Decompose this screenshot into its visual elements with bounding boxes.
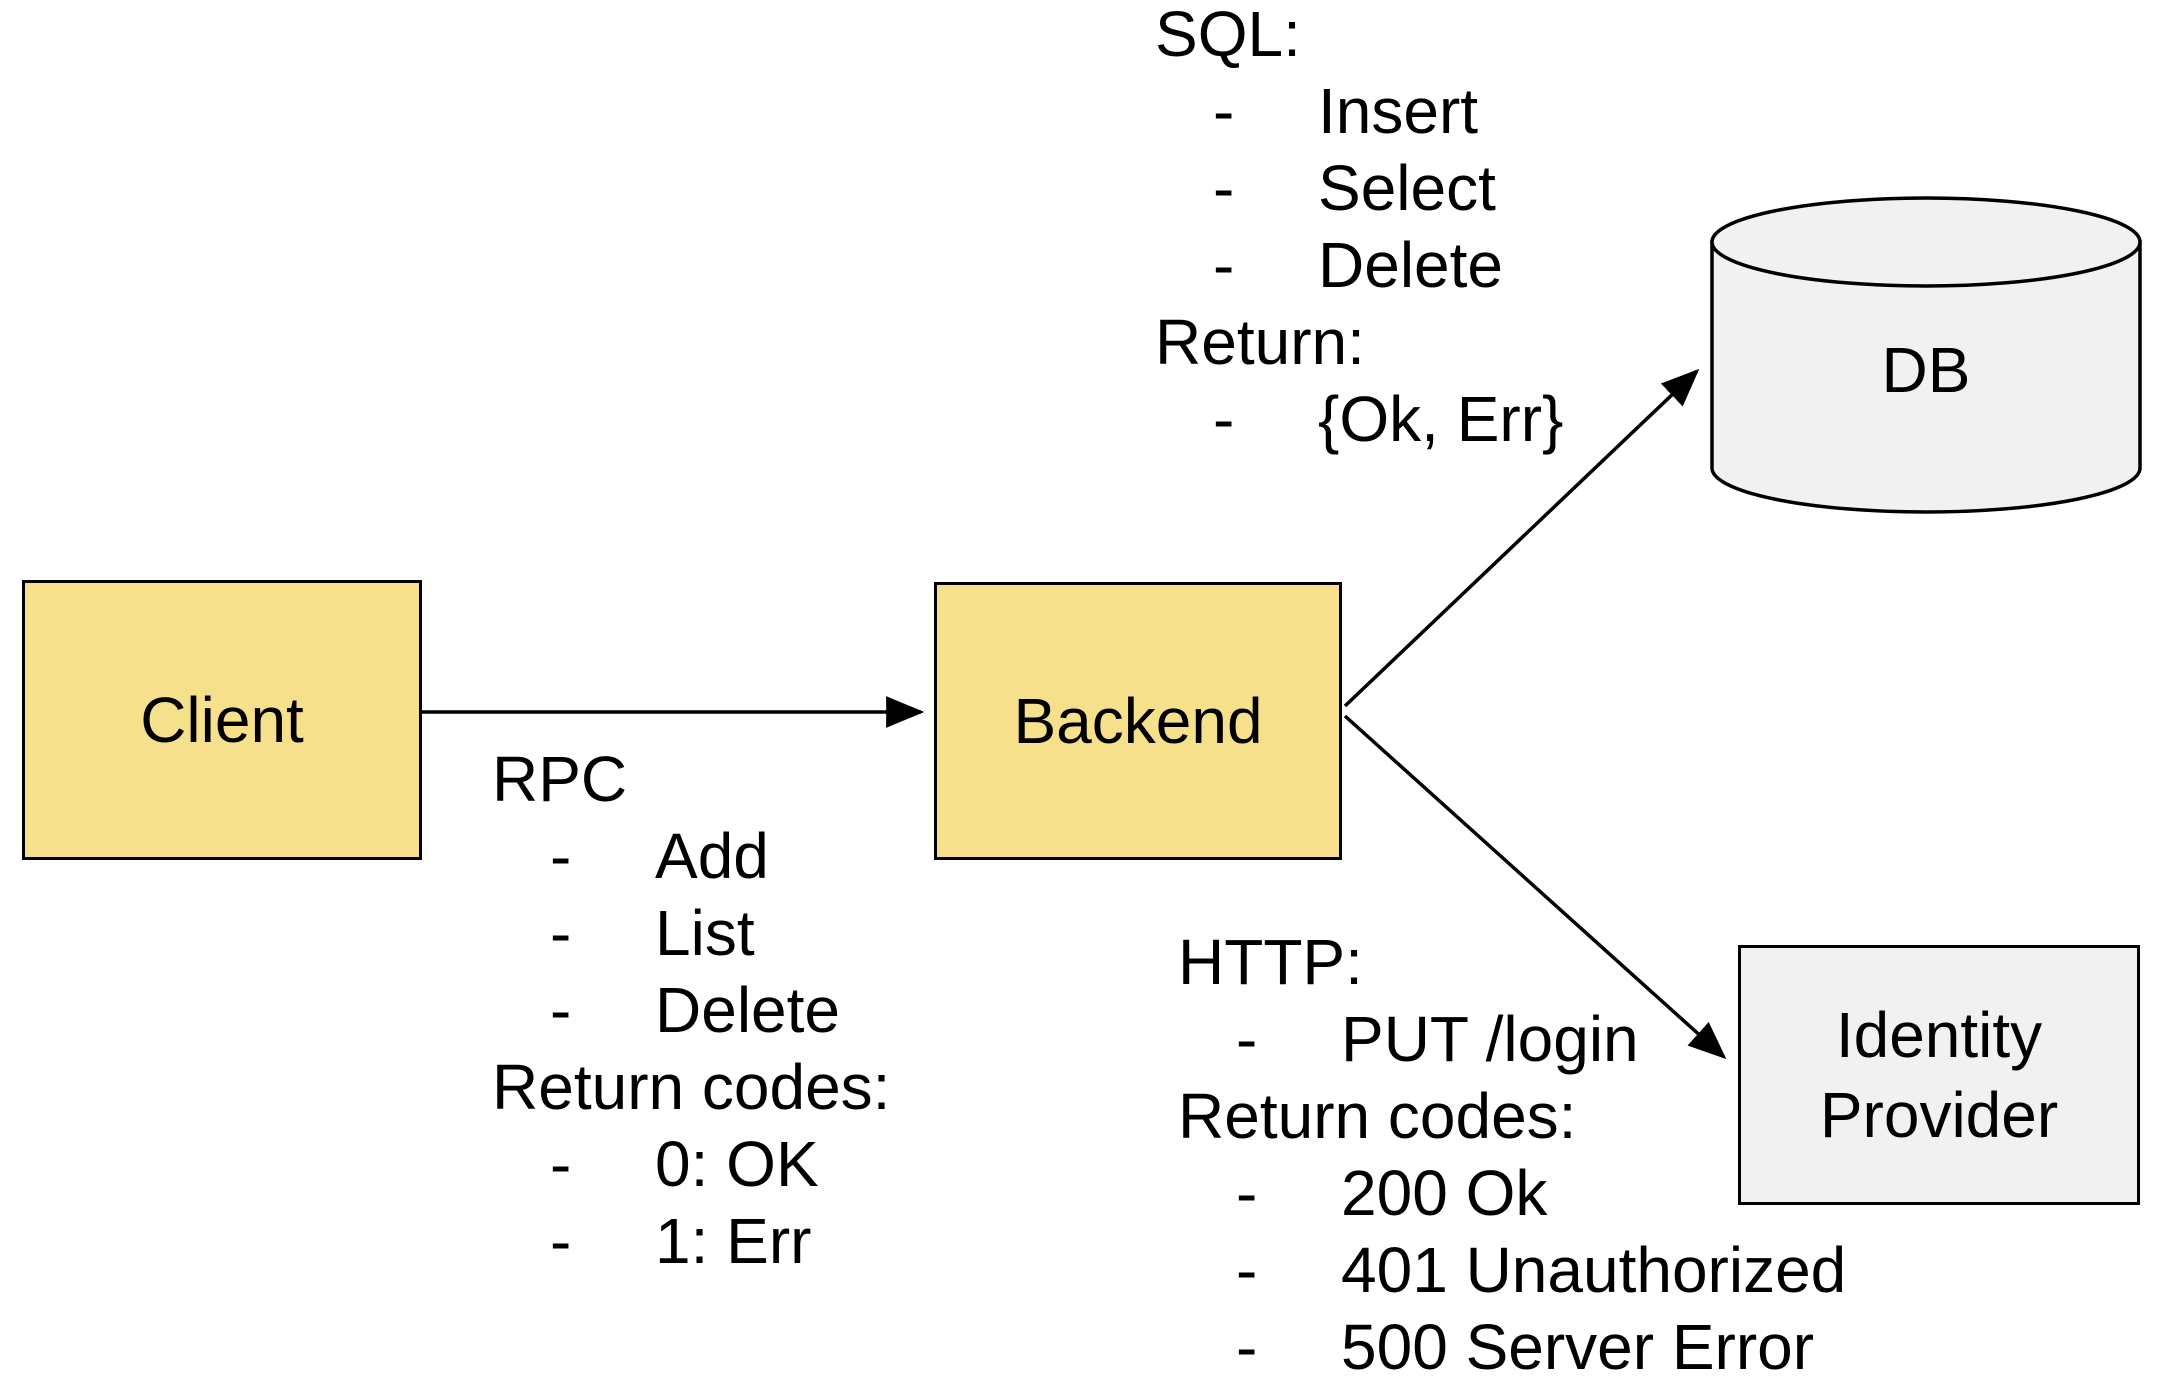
annotation-heading: Return codes:: [1178, 1080, 1577, 1152]
bullet-dash: -: [1213, 383, 1235, 455]
bullet-dash: -: [550, 974, 572, 1046]
bullet-dash: -: [1236, 1311, 1258, 1383]
db-label: DB: [1881, 334, 1971, 406]
http-annotation-block: HTTP: -PUT /login Return codes: -200 Ok …: [1178, 924, 1846, 1386]
bullet-dash: -: [1236, 1157, 1258, 1229]
annotation-item: -PUT /login: [1178, 1001, 1846, 1078]
backend-node: Backend: [934, 582, 1342, 860]
client-node: Client: [22, 580, 422, 860]
bullet-dash: -: [550, 897, 572, 969]
bullet-dash: -: [1213, 75, 1235, 147]
annotation-item: -{Ok, Err}: [1155, 381, 1563, 458]
db-cylinder-shape: [1710, 196, 2142, 514]
bullet-dash: -: [1213, 229, 1235, 301]
bullet-dash: -: [550, 1128, 572, 1200]
annotation-item: -Insert: [1155, 73, 1563, 150]
annotation-item: -Delete: [1155, 227, 1563, 304]
bullet-dash: -: [1236, 1234, 1258, 1306]
annotation-heading: Return codes:: [492, 1051, 891, 1123]
bullet-dash: -: [1236, 1003, 1258, 1075]
identity-provider-node: Identity Provider: [1738, 945, 2140, 1205]
sql-annotation-block: SQL: -Insert -Select -Delete Return: -{O…: [1155, 0, 1563, 458]
edge-backend-to-db: [1343, 368, 1700, 708]
edge-backend-to-identity-provider: [1343, 714, 1727, 1060]
annotation-item: -0: OK: [492, 1126, 890, 1203]
bullet-dash: -: [550, 820, 572, 892]
bullet-dash: -: [550, 1205, 572, 1277]
annotation-item: -Select: [1155, 150, 1563, 227]
annotation-item: -200 Ok: [1178, 1155, 1846, 1232]
backend-label: Backend: [1013, 685, 1263, 757]
annotation-item: -List: [492, 895, 890, 972]
annotation-heading: RPC: [492, 743, 628, 815]
client-label: Client: [140, 684, 304, 756]
bullet-dash: -: [1213, 152, 1235, 224]
db-node-label: DB: [1712, 330, 2140, 410]
identity-provider-label: Identity Provider: [1819, 999, 2059, 1151]
annotation-item: -1: Err: [492, 1203, 890, 1280]
annotation-heading: Return:: [1155, 306, 1365, 378]
annotation-item: -500 Server Error: [1178, 1309, 1846, 1386]
annotation-item: -Add: [492, 818, 890, 895]
annotation-heading: SQL:: [1155, 0, 1301, 70]
annotation-item: -401 Unauthorized: [1178, 1232, 1846, 1309]
annotation-item: -Delete: [492, 972, 890, 1049]
rpc-annotation-block: RPC -Add -List -Delete Return codes: -0:…: [492, 741, 890, 1280]
annotation-heading: HTTP:: [1178, 926, 1363, 998]
